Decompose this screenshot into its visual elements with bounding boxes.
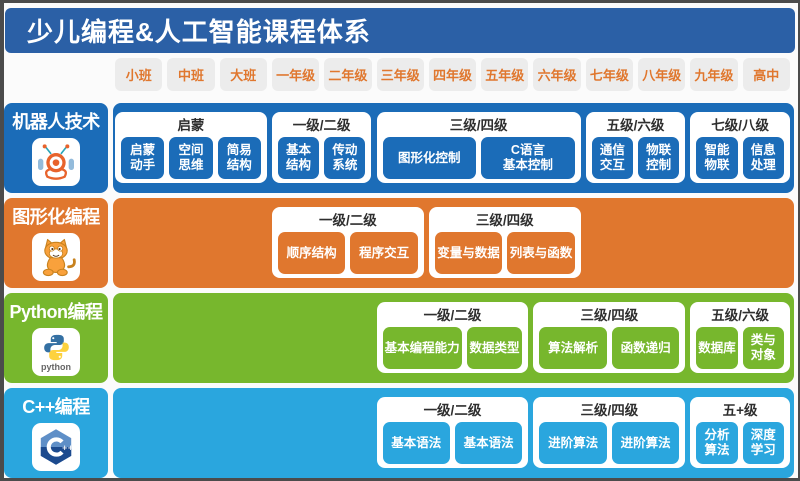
grade-tab-0[interactable]: 小班 [115, 58, 163, 91]
course-chip: 函数递归 [611, 327, 680, 369]
course-chip: 深度 学习 [742, 422, 784, 464]
track-title-robotics: 机器人技术 [12, 112, 100, 132]
level-heading: 三级/四级 [475, 213, 534, 228]
python-icon: python [32, 328, 80, 376]
course-chip: 数据类型 [466, 327, 523, 369]
course-chip: 数据库 [696, 327, 738, 369]
grade-tab-11[interactable]: 九年级 [690, 58, 738, 91]
grade-tab-9[interactable]: 七年级 [585, 58, 634, 91]
level-group-python-0: 一级/二级基本编程能力数据类型 [376, 302, 529, 373]
level-group-python-2: 五级/六级数据库类与 对象 [690, 302, 790, 373]
course-chip: 简易 结构 [217, 137, 261, 179]
cpp-icon: ++ [32, 423, 80, 471]
svg-text:++: ++ [62, 444, 74, 452]
python-wordmark: python [41, 361, 71, 372]
track-label-python: Python编程 python [4, 293, 108, 383]
track-label-robotics: 机器人技术 [4, 103, 108, 193]
level-group-cpp-0: 一级/二级基本语法基本语法 [376, 397, 529, 468]
scratch-cat-icon [32, 233, 80, 281]
track-title-cpp: C++编程 [22, 397, 90, 417]
course-chip: 顺序结构 [277, 232, 346, 274]
level-heading: 一级/二级 [423, 403, 482, 418]
course-chip: 进阶算法 [539, 422, 607, 464]
level-heading: 五级/六级 [606, 118, 665, 133]
level-group-robotics-0: 启蒙启蒙 动手空间 思维简易 结构 [115, 112, 267, 183]
level-group-cpp-1: 三级/四级进阶算法进阶算法 [533, 397, 686, 468]
level-heading: 一级/二级 [318, 213, 377, 228]
level-heading: 三级/四级 [580, 308, 639, 323]
grade-tab-6[interactable]: 四年级 [428, 58, 477, 91]
course-chip: 通信 交互 [591, 137, 633, 179]
grade-tab-3[interactable]: 一年级 [271, 58, 320, 91]
course-chip: C语言 基本控制 [481, 137, 575, 179]
course-chip: 程序交互 [350, 232, 418, 274]
track-label-cpp: C++编程 ++ [4, 388, 108, 478]
level-heading: 五级/六级 [711, 308, 769, 323]
course-chip: 算法解析 [539, 327, 607, 369]
course-chip: 列表与函数 [507, 232, 575, 274]
track-label-graphical: 图形化编程 [4, 198, 108, 288]
course-chip: 物联 控制 [637, 137, 680, 179]
grade-tab-10[interactable]: 八年级 [638, 58, 686, 91]
course-chip: 基本语法 [454, 422, 523, 464]
course-chip: 基本 结构 [277, 137, 320, 179]
level-heading: 三级/四级 [449, 118, 508, 133]
title-banner: 少儿编程&人工智能课程体系 [5, 8, 795, 53]
course-chip: 智能 物联 [696, 137, 738, 179]
course-chip: 启蒙 动手 [121, 137, 165, 179]
course-chip: 进阶算法 [611, 422, 680, 464]
level-group-cpp-2: 五+级分析 算法深度 学习 [690, 397, 790, 468]
level-heading: 一级/二级 [292, 118, 351, 133]
course-chip: 类与 对象 [742, 327, 784, 369]
track-title-python: Python编程 [9, 302, 104, 322]
grade-tab-5[interactable]: 三年级 [376, 58, 424, 91]
level-heading: 三级/四级 [580, 403, 639, 418]
course-chip: 基本语法 [382, 422, 450, 464]
level-heading: 启蒙 [177, 118, 205, 133]
level-heading: 五+级 [722, 403, 758, 418]
level-group-robotics-3: 五级/六级通信 交互物联 控制 [585, 112, 686, 183]
level-group-graphical-0: 一级/二级顺序结构程序交互 [271, 207, 424, 278]
page-title: 少儿编程&人工智能课程体系 [27, 17, 371, 47]
grade-tab-2[interactable]: 大班 [219, 58, 267, 91]
course-chip: 变量与数据 [434, 232, 503, 274]
grade-tab-12[interactable]: 高中 [742, 58, 790, 91]
course-chip: 信息 处理 [742, 137, 784, 179]
level-group-robotics-4: 七级/八级智能 物联信息 处理 [690, 112, 790, 183]
grade-tab-7[interactable]: 五年级 [481, 58, 529, 91]
course-chip: 传动 系统 [324, 137, 366, 179]
course-chip: 空间 思维 [169, 137, 213, 179]
level-group-graphical-1: 三级/四级变量与数据列表与函数 [428, 207, 581, 278]
level-heading: 七级/八级 [711, 118, 769, 133]
level-group-python-1: 三级/四级算法解析函数递归 [533, 302, 686, 373]
robot-icon [32, 138, 80, 186]
grade-tab-8[interactable]: 六年级 [533, 58, 581, 91]
course-chip: 图形化控制 [382, 137, 477, 179]
level-heading: 一级/二级 [423, 308, 482, 323]
track-title-graphical: 图形化编程 [12, 207, 100, 227]
course-chip: 分析 算法 [696, 422, 738, 464]
course-chip: 基本编程能力 [382, 327, 462, 369]
grade-tab-4[interactable]: 二年级 [324, 58, 372, 91]
level-group-robotics-1: 一级/二级基本 结构传动 系统 [271, 112, 372, 183]
grade-tab-1[interactable]: 中班 [167, 58, 215, 91]
